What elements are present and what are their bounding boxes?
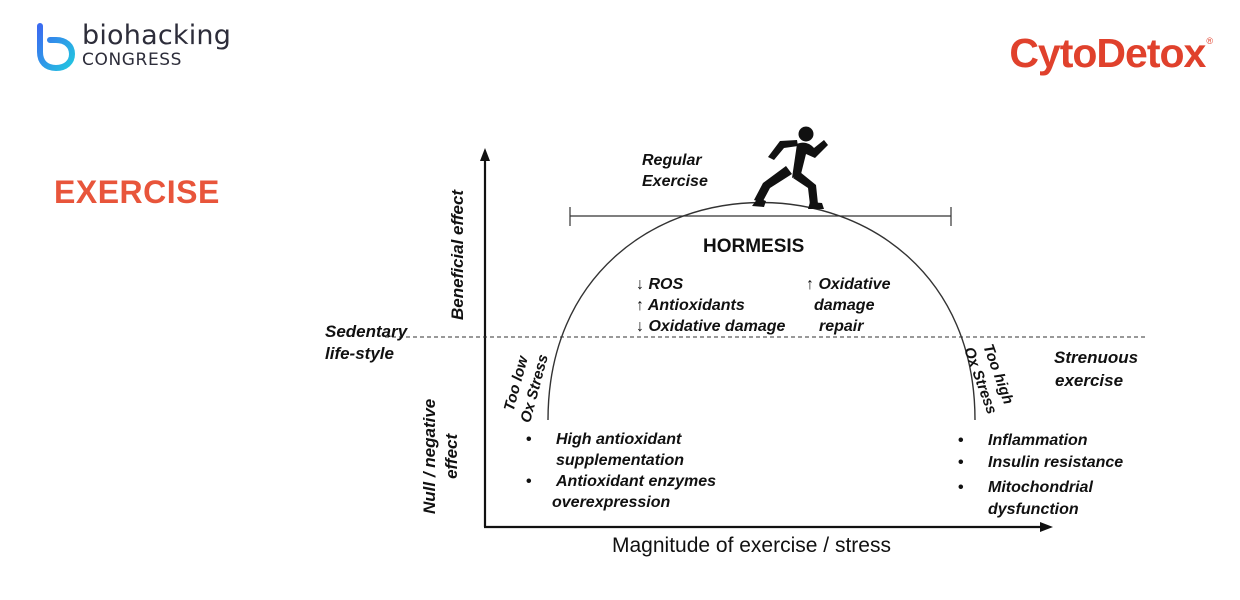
strenuous-line1: Strenuous [1054, 348, 1139, 367]
strenuous-line2: exercise [1055, 371, 1124, 390]
list-item-line2: supplementation [556, 452, 685, 469]
sedentary-label: Sedentary life-style [325, 321, 407, 365]
cytodetox-logo: CytoDetox® [1009, 30, 1213, 77]
runner-label-line2: Exercise [642, 173, 708, 190]
y-axis-label-beneficial: Beneficial effect [448, 189, 467, 320]
effect-damage: damage [814, 297, 875, 314]
cytodetox-wordmark: CytoDetox [1009, 30, 1206, 76]
hormesis-effects-right: ↑ Oxidative damage repair [806, 274, 890, 337]
brand-sub: CONGRESS [82, 50, 183, 70]
effect-oxidative-damage: ↓ Oxidative damage [636, 318, 786, 335]
runner-label: Regular Exercise [642, 150, 708, 192]
runner-label-line1: Regular [642, 152, 702, 169]
y-axis-arrow [480, 148, 490, 161]
sedentary-line1: Sedentary [325, 322, 408, 341]
section-title: EXERCISE [54, 174, 220, 210]
sedentary-line2: life-style [325, 344, 394, 363]
list-item-line1: Antioxidant enzymes [556, 473, 717, 490]
list-item-line1: Mitochondrial [988, 479, 1093, 496]
list-item-line2: overexpression [552, 494, 671, 511]
brand-name: biohacking [82, 20, 232, 51]
low-stress-list: High antioxidant supplementation Antioxi… [526, 429, 716, 513]
list-item-line1: High antioxidant [556, 431, 682, 448]
hormesis-label: HORMESIS [703, 236, 805, 257]
effect-repair: repair [819, 318, 864, 335]
list-item: Mitochondrial dysfunction [958, 477, 1123, 521]
biohacking-icon [37, 23, 76, 72]
x-axis-arrow [1040, 522, 1053, 532]
list-item-line2: dysfunction [988, 501, 1079, 518]
y-axis-label-negative-line2: effect [442, 433, 461, 479]
list-item: Insulin resistance [958, 452, 1123, 474]
registered-mark: ® [1206, 36, 1213, 46]
high-stress-list: Inflammation Insulin resistance Mitochon… [958, 430, 1123, 521]
list-item: Inflammation [958, 430, 1123, 452]
strenuous-label: Strenuous exercise [1054, 346, 1138, 392]
list-item-line1: Inflammation [988, 432, 1088, 449]
y-axis-label-negative: Null / negative effect [419, 399, 463, 514]
list-item-line1: Insulin resistance [988, 454, 1124, 471]
effect-ros: ↓ ROS [636, 276, 684, 293]
y-axis-label-negative-line1: Null / negative [420, 398, 439, 514]
list-item: High antioxidant supplementation [526, 429, 716, 471]
x-axis-label: Magnitude of exercise / stress [612, 534, 891, 557]
list-item: Antioxidant enzymes overexpression [526, 471, 716, 513]
biohacking-logo-mark [36, 22, 76, 79]
runner-icon [752, 126, 828, 209]
hormesis-effects-left: ↓ ROS ↑ Antioxidants ↓ Oxidative damage [636, 274, 785, 337]
biohacking-wordmark: biohacking CONGRESS [82, 22, 231, 69]
effect-antioxidants: ↑ Antioxidants [636, 297, 745, 314]
effect-oxidative: ↑ Oxidative [806, 276, 891, 293]
